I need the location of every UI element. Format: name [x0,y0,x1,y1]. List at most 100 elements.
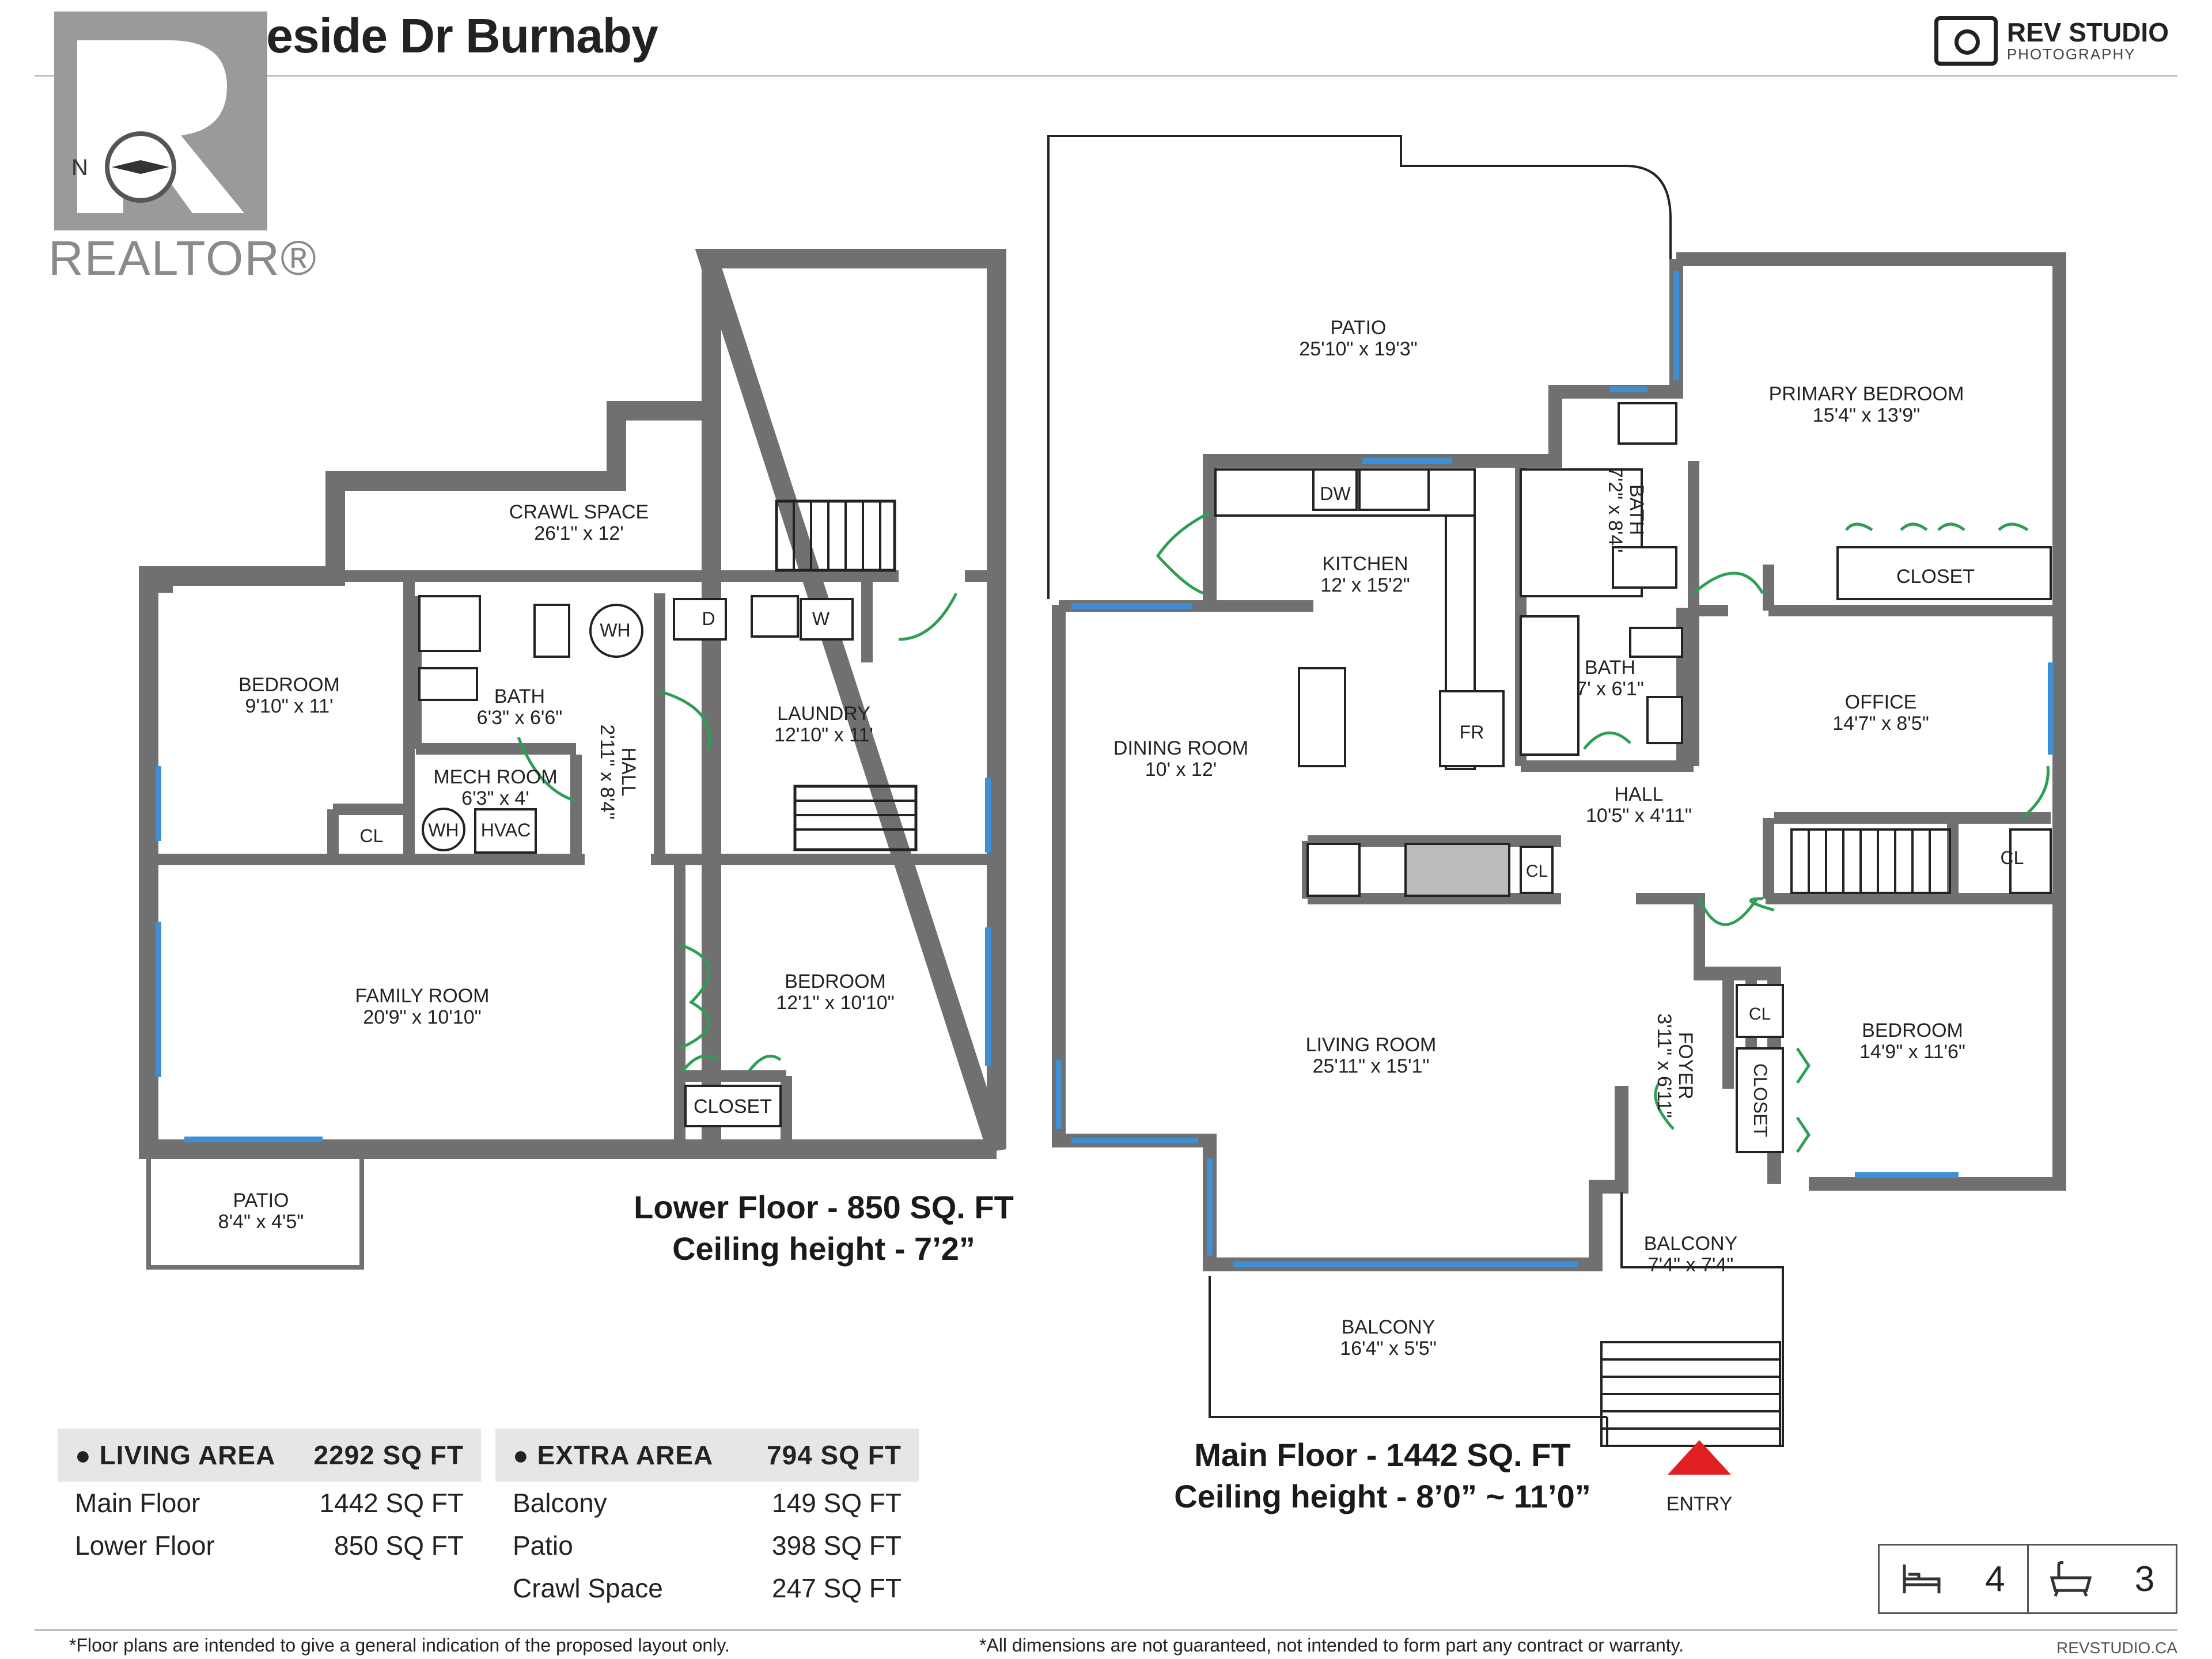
camera-icon [1934,16,1998,66]
lower-wall-stepped [139,268,721,1149]
room-label: PATIO [233,1190,289,1211]
room-label: BATH [1626,484,1647,535]
room-dimensions: 12'1" x 10'10" [776,992,894,1014]
bathroom-count-cell: 3 [2027,1546,2176,1612]
room-label: FAMILY ROOM [355,985,489,1007]
bed-icon [1903,1565,1941,1593]
brand-name: REV STUDIO [2006,17,2169,47]
room-dimensions: 14'7" x 8'5" [1832,713,1929,734]
room-label: FOYER [1675,1032,1696,1099]
room-dimensions: 8'4" x 4'5" [218,1211,304,1233]
room-label: LIVING ROOM [1306,1034,1437,1056]
room-label: CL [2001,847,2024,868]
room-dimensions: 25'11" x 15'1" [1313,1055,1430,1077]
room-dimensions: 15'4" x 13'9" [1813,404,1920,426]
footer-divider [35,1629,2177,1631]
room-label: DINING ROOM [1113,737,1248,759]
living-area-title: LIVING AREA [99,1440,276,1470]
main-floor-ceiling: Ceiling height - 8’0” ~ 11’0” [1174,1478,1591,1514]
extra-area-total: 794 SQ FT [767,1440,902,1470]
realtor-logo: N [54,12,267,230]
bedroom-count: 4 [1985,1559,2005,1599]
room-label: W [812,608,830,629]
extra-area-title: EXTRA AREA [537,1440,714,1470]
bathtub-icon [2050,1561,2092,1597]
lower-floor-ceiling: Ceiling height - 7’2” [672,1230,975,1267]
room-label: CL [360,825,384,846]
compass-north-label: N [71,155,88,180]
room-label: BEDROOM [1862,1020,1963,1041]
living-area-header: ● LIVING AREA 2292 SQ FT [58,1429,481,1482]
room-dimensions: 7' x 6'1" [1576,678,1644,700]
room-label: FR [1460,722,1484,743]
room-label: LAUNDRY [777,703,870,725]
header-divider [35,75,2177,77]
lower-wall-right [695,249,1006,1153]
living-area-total: 2292 SQ FT [313,1440,464,1470]
room-label: BATH [1585,657,1635,679]
room-dimensions: 6'3" x 6'6" [477,707,563,729]
room-dimensions: 16'4" x 5'5" [1340,1338,1437,1359]
room-label: KITCHEN [1322,553,1408,575]
room-label: CLOSET [1750,1063,1771,1137]
room-dimensions: 20'9" x 10'10" [363,1006,481,1028]
room-label: BALCONY [1342,1316,1435,1338]
room-label: CLOSET [694,1096,772,1118]
footer-disclaimer-center: *All dimensions are not guaranteed, not … [979,1635,1684,1656]
table-row: Crawl Space 247 SQ FT [513,1573,902,1603]
room-label: CLOSET [1896,566,1975,588]
room-label: DW [1320,483,1351,504]
room-label: BEDROOM [785,971,886,993]
room-dimensions: 3'11" x 6'11" [1653,1013,1675,1118]
living-area-table: ● LIVING AREA 2292 SQ FT Main Floor 1442… [58,1429,481,1567]
room-label: PATIO [1331,317,1387,339]
room-label: CL [1749,1005,1771,1024]
table-row: Lower Floor 850 SQ FT [75,1531,464,1560]
room-dimensions: 12' x 15'2" [1320,574,1410,596]
room-dimensions: 7'4" x 7'4" [1648,1254,1734,1276]
room-dimensions: 9'10" x 11' [245,695,334,717]
room-dimensions: 7'2" x 8'4" [1604,467,1626,553]
room-label: BEDROOM [238,674,340,696]
lower-floor-area: Lower Floor - 850 SQ. FT [634,1189,1014,1225]
room-dimensions: 25'10" x 19'3" [1299,338,1417,360]
main-floor-caption: Main Floor - 1442 SQ. FT Ceiling height … [1094,1434,1671,1517]
footer-website: REVSTUDIO.CA [2056,1639,2177,1657]
footer-disclaimer-left: *Floor plans are intended to give a gene… [69,1635,730,1656]
room-dimensions: 10'5" x 4'11" [1586,805,1692,827]
room-dimensions: 14'9" x 11'6" [1859,1041,1965,1063]
room-dimensions: 26'1" x 12' [534,522,624,544]
realtor-wordmark: REALTOR® [48,231,317,285]
room-label: PRIMARY BEDROOM [1769,383,1964,405]
bathroom-count: 3 [2134,1559,2155,1599]
room-label: WH [428,820,459,840]
room-dimensions: 2'11" x 8'4" [596,724,618,819]
room-label: HALL [618,747,639,796]
room-label: MECH ROOM [433,766,557,788]
extra-area-table: ● EXTRA AREA 794 SQ FT Balcony 149 SQ FT… [495,1429,919,1609]
extra-area-header: ● EXTRA AREA 794 SQ FT [495,1429,919,1482]
room-label: D [702,608,715,629]
lower-floor-caption: Lower Floor - 850 SQ. FT Ceiling height … [622,1187,1025,1270]
room-label: OFFICE [1845,691,1917,713]
room-label: WH [600,620,630,641]
room-dimensions: 10' x 12' [1145,759,1217,781]
room-label: HVAC [481,820,531,840]
table-row: Patio 398 SQ FT [513,1531,902,1560]
rev-studio-logo: REV STUDIO PHOTOGRAPHY [1934,16,2169,66]
room-dimensions: 6'3" x 4' [461,787,529,809]
main-floor-area: Main Floor - 1442 SQ. FT [1194,1437,1571,1473]
room-dimensions: 12'10" x 11' [774,724,873,746]
bedroom-count-cell: 4 [1880,1546,2027,1612]
bed-bath-counts: 4 3 [1878,1544,2177,1614]
room-label: BATH [494,685,545,707]
room-label: BALCONY [1644,1233,1738,1255]
room-label: CL [1526,862,1548,881]
table-row: Main Floor 1442 SQ FT [75,1488,464,1518]
room-label: HALL [1614,783,1663,805]
room-label: ENTRY [1666,1493,1733,1515]
brand-sub: PHOTOGRAPHY [2006,45,2136,63]
